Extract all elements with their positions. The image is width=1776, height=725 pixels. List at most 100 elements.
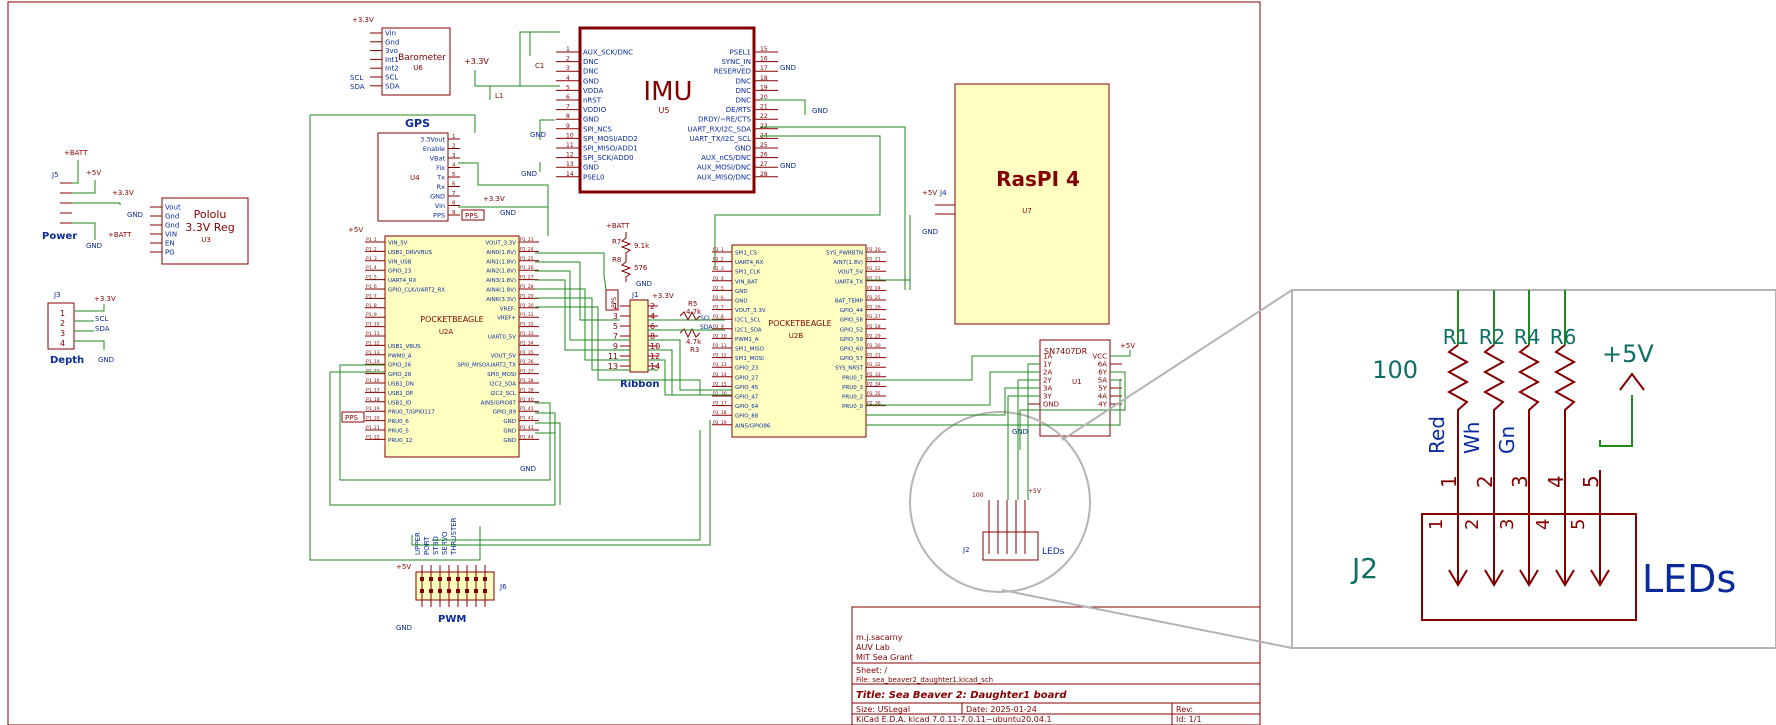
pbb-right-pin-label: GPIO_44 <box>840 308 864 314</box>
pba-left-pin-number: P1_16 <box>366 378 380 384</box>
pbb-right-pin-label: GPIO_57 <box>840 356 864 362</box>
sheet-border <box>7 1 1261 725</box>
reg-pin-label: VIN <box>165 231 177 239</box>
pba-right-pin-label: I2C2_SCL <box>490 391 517 397</box>
imu-right-pin-label: AUX_MOSI/DNC <box>697 164 751 172</box>
reg-title1: Pololu <box>194 208 227 221</box>
pwm-pin-pad <box>465 577 469 581</box>
small-p5: +5V <box>1028 488 1042 495</box>
pbb-left-pin-number: P2_14 <box>713 372 727 378</box>
pbb-right-pin-number: P2_24 <box>867 285 881 291</box>
pocketbeagle-b-symbol[interactable]: POCKETBEAGLE U2B SPI1_CSP2_1UART4_RXP2_2… <box>712 244 886 438</box>
imu-symbol[interactable]: IMU U5 AUX_SCK/DNC1DNC2DNC3GND4VDDA5nRST… <box>556 26 778 194</box>
imu-right-pin-number: 18 <box>760 75 768 82</box>
pba-left-pin-number: P1_12 <box>366 340 380 346</box>
pba-right-pin-label: SPI0_MISO/UART2_TX <box>457 363 516 369</box>
pbb-left-pin-label: AIN5/GPIO86 <box>735 423 771 429</box>
gps-pin-label: VBat <box>430 155 446 163</box>
gnd-imu-b: GND <box>521 170 537 178</box>
pbb-left-pin-number: P2_2 <box>713 257 724 263</box>
pba-left-pin-label: USB1_VBUS <box>388 344 421 350</box>
pbb-left-pin-label: GPIO_88 <box>735 414 759 420</box>
j5-label: J5 <box>51 171 59 179</box>
gnd-imu-e: GND <box>780 162 796 170</box>
pocketbeagle-a-symbol[interactable]: POCKETBEAGLE U2A VIN_5VP1_1USB1_DRVVBUSP… <box>365 235 539 458</box>
pwm-pin-pad <box>447 589 451 593</box>
pba-right-pin-number: P1_44 <box>520 434 534 440</box>
p5-pwm: +5V <box>396 563 411 571</box>
rpi-title: RasPI 4 <box>996 167 1080 191</box>
pbb-left-pin-number: P2_11 <box>713 343 727 349</box>
pba-right-pin-number: P1_32 <box>520 322 534 328</box>
imu-right-pin-number: 25 <box>760 142 768 149</box>
pba-right-pin-label: VOUT_5V <box>491 353 517 359</box>
pbb-right-pin-number: P2_32 <box>867 362 881 368</box>
gps-pin-label: Enable <box>423 145 445 153</box>
tb-kicad: KiCad E.D.A. kicad 7.0.11-7.0.11~ubuntu2… <box>856 715 1052 724</box>
pba-left-pin-number: P1_9 <box>366 312 377 318</box>
pbb-left-pin-label: GND <box>735 289 748 295</box>
pba-left-pin-number: P1_11 <box>366 331 380 337</box>
pba-left-pin-number: P1_19 <box>366 406 380 412</box>
power-connector[interactable] <box>60 182 72 224</box>
zoom-pin-number-outer: 2 <box>1473 475 1497 488</box>
pba-left-pin-number: P1_21 <box>366 425 380 431</box>
imu-left-pin-number: 12 <box>566 152 574 159</box>
pbb-left-pin-label: I2C1_SDA <box>735 327 762 333</box>
pps-label-gps: PPS <box>461 209 485 221</box>
imu-ref: U5 <box>659 106 670 115</box>
zoom-leds-label: LEDs <box>1642 557 1736 601</box>
pbb-left-pin-label: GPIO_45 <box>735 385 759 391</box>
raspi-symbol[interactable]: RasPI 4 U7 <box>954 83 1110 325</box>
pbb-left-pin-label: UART4_RX <box>735 260 764 266</box>
pba-right-pin-label: AIN1(1.8V) <box>486 259 516 265</box>
pba-right-pin-number: P1_35 <box>520 350 534 356</box>
pwm-signal-name: THRUSTER <box>450 517 458 556</box>
pba-left-pin-number: P1_5 <box>366 275 377 281</box>
main-wiring <box>309 114 1131 561</box>
imu-left-pin-label: SPI_NCS <box>583 125 612 133</box>
svg-text:1: 1 <box>60 309 65 318</box>
pba-right-pin-label: VREF+ <box>497 316 516 322</box>
r5-label: R5 <box>688 300 697 308</box>
reg-pin-label: Vout <box>165 204 181 212</box>
pwm-connector[interactable] <box>415 565 495 607</box>
pbb-left-pin-number: P2_17 <box>713 401 727 407</box>
baro-ref: U6 <box>413 64 423 72</box>
pb-a-title: POCKETBEAGLE <box>420 315 483 324</box>
depth-connector[interactable]: 1 2 3 4 <box>47 302 75 350</box>
zoom-pin-number-outer: 4 <box>1544 475 1568 488</box>
j3-label: J3 <box>53 291 61 299</box>
pwm-pin-pad <box>420 577 424 581</box>
pwm-pin-pad <box>465 589 469 593</box>
pbb-left-pin-label: GPIO_23 <box>735 366 759 372</box>
p33-baro: +3.3V <box>352 16 374 24</box>
zoom-pin-number-inner: 3 <box>1497 519 1518 530</box>
pbb-left-pin-label: SPI1_MOSI <box>735 356 764 362</box>
pbatt-reg: +BATT <box>108 231 132 239</box>
pbb-right-pin-label: PRU0_2 <box>842 395 863 401</box>
pbb-right-pin-label: GPIO_59 <box>840 337 864 343</box>
sn-right-pin-label: 5Y <box>1098 385 1107 393</box>
pba-right-pin-label: AIN6(3.3V) <box>486 297 516 303</box>
j4-wiring <box>935 204 955 215</box>
tb-rev: Rev: <box>1176 705 1193 714</box>
imu-left-pin-number: 1 <box>566 46 570 53</box>
small-100: 100 <box>972 492 984 499</box>
pbb-left-pin-number: P2_12 <box>713 353 727 359</box>
gps-pin-number: 6 <box>452 182 456 188</box>
pba-left-pin-number: P1_4 <box>366 265 377 271</box>
pba-left-pin-label: PRU0_7/GPIO117 <box>388 410 435 416</box>
pba-right-pin-label: SPI0_MOSI <box>487 372 516 378</box>
pbatt-power: +BATT <box>64 149 88 157</box>
small-leds-connector[interactable] <box>982 500 1039 561</box>
pba-left-pin-label: UART4_RX <box>388 278 417 284</box>
imu-left-pin-number: 10 <box>566 132 574 139</box>
pbb-left-pin-label: SPI1_CLK <box>735 270 761 276</box>
